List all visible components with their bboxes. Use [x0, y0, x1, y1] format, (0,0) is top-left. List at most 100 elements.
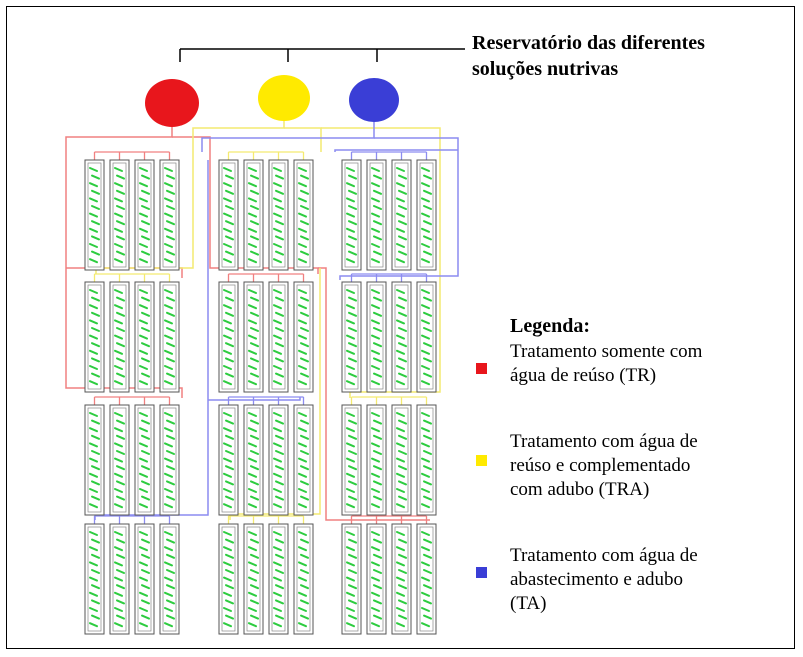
- plant-mark: [166, 495, 175, 501]
- plant-mark: [421, 503, 430, 509]
- plant-mark: [300, 372, 309, 378]
- plant-mark: [248, 607, 257, 612]
- plant-mark: [373, 614, 382, 620]
- plant-mark: [371, 442, 380, 448]
- plant-mark: [300, 311, 309, 317]
- plant-mark: [248, 457, 257, 463]
- plant-mark: [164, 576, 173, 582]
- plant-mark: [166, 235, 175, 241]
- plant-mark: [275, 296, 284, 302]
- plant-mark: [164, 457, 173, 463]
- plant-mark: [164, 258, 173, 264]
- plant-mark: [346, 488, 355, 493]
- plant-mark: [114, 197, 123, 203]
- plant-mark: [275, 465, 284, 471]
- plant-mark: [398, 311, 407, 317]
- plant-mark: [139, 304, 148, 310]
- plant-mark: [116, 235, 125, 241]
- plant-mark: [421, 457, 430, 463]
- plant-mark: [398, 357, 407, 363]
- plant-mark: [139, 622, 148, 628]
- plant-mark: [298, 227, 307, 233]
- plant-mark: [298, 591, 307, 597]
- legend-title: Legenda:: [510, 315, 590, 337]
- plant-mark: [275, 434, 284, 440]
- plant-mark: [225, 342, 234, 348]
- plant-block: [84, 159, 180, 271]
- plant-mark: [225, 495, 234, 501]
- plant-mark: [114, 227, 123, 233]
- plant-mark: [248, 365, 257, 370]
- plant-mark: [248, 576, 257, 582]
- plant-mark: [166, 569, 175, 574]
- plant-mark: [250, 569, 259, 574]
- plant-mark: [91, 553, 100, 559]
- plant-mark: [91, 434, 100, 440]
- plant-mark: [248, 304, 257, 310]
- plant-mark: [166, 220, 175, 226]
- plant-mark: [348, 189, 357, 195]
- plant-mark: [373, 327, 382, 332]
- plant-mark: [116, 205, 125, 210]
- plant-mark: [300, 327, 309, 332]
- plant-mark: [348, 599, 357, 605]
- plant-mark: [346, 576, 355, 582]
- plant-mark: [423, 296, 432, 302]
- plant-mark: [225, 189, 234, 195]
- plant-mark: [114, 531, 123, 536]
- plant-mark: [423, 599, 432, 605]
- plant-mark: [114, 304, 123, 310]
- plant-mark: [114, 243, 123, 248]
- plant-mark: [114, 546, 123, 552]
- plant-mark: [166, 553, 175, 559]
- plant-mark: [89, 380, 98, 386]
- plant-mark: [371, 622, 380, 628]
- legend-item-line: Tratamento com água de: [510, 431, 698, 452]
- plant-mark: [116, 538, 125, 544]
- plant-mark: [373, 235, 382, 241]
- plant-mark: [346, 412, 355, 417]
- plant-mark: [275, 327, 284, 332]
- plant-mark: [116, 434, 125, 440]
- plant-mark: [373, 220, 382, 226]
- legend-item-ta: Tratamento com água de abastecimento e a…: [510, 544, 790, 616]
- plant-mark: [166, 450, 175, 455]
- plant-mark: [273, 334, 282, 340]
- plant-mark: [248, 531, 257, 536]
- plant-mark: [396, 349, 405, 355]
- legend-item-line: com adubo (TRA): [510, 479, 650, 500]
- plant-block: [218, 281, 314, 393]
- plant-mark: [116, 189, 125, 195]
- plant-mark: [396, 243, 405, 248]
- plant-mark: [398, 538, 407, 544]
- plant-mark: [275, 480, 284, 486]
- plant-mark: [141, 174, 150, 180]
- plant-mark: [396, 561, 405, 567]
- plant-mark: [139, 546, 148, 552]
- plant-mark: [371, 591, 380, 597]
- plant-mark: [164, 365, 173, 370]
- plant-mark: [248, 427, 257, 433]
- plant-mark: [371, 197, 380, 203]
- plant-mark: [298, 243, 307, 248]
- plant-mark: [250, 189, 259, 195]
- plant-mark: [225, 450, 234, 455]
- plant-mark: [225, 569, 234, 574]
- supply-pipe: [339, 137, 459, 280]
- plant-mark: [248, 561, 257, 567]
- plant-mark: [114, 427, 123, 433]
- plant-mark: [298, 349, 307, 355]
- plant-mark: [273, 546, 282, 552]
- plant-mark: [275, 584, 284, 590]
- plant-mark: [298, 365, 307, 370]
- plant-mark: [139, 412, 148, 417]
- plant-mark: [223, 380, 232, 386]
- plant-mark: [423, 614, 432, 620]
- plant-mark: [371, 365, 380, 370]
- plant-mark: [250, 372, 259, 378]
- plant-mark: [275, 250, 284, 256]
- plant-mark: [298, 503, 307, 509]
- plant-mark: [396, 380, 405, 386]
- plant-mark: [396, 227, 405, 233]
- plant-mark: [273, 197, 282, 203]
